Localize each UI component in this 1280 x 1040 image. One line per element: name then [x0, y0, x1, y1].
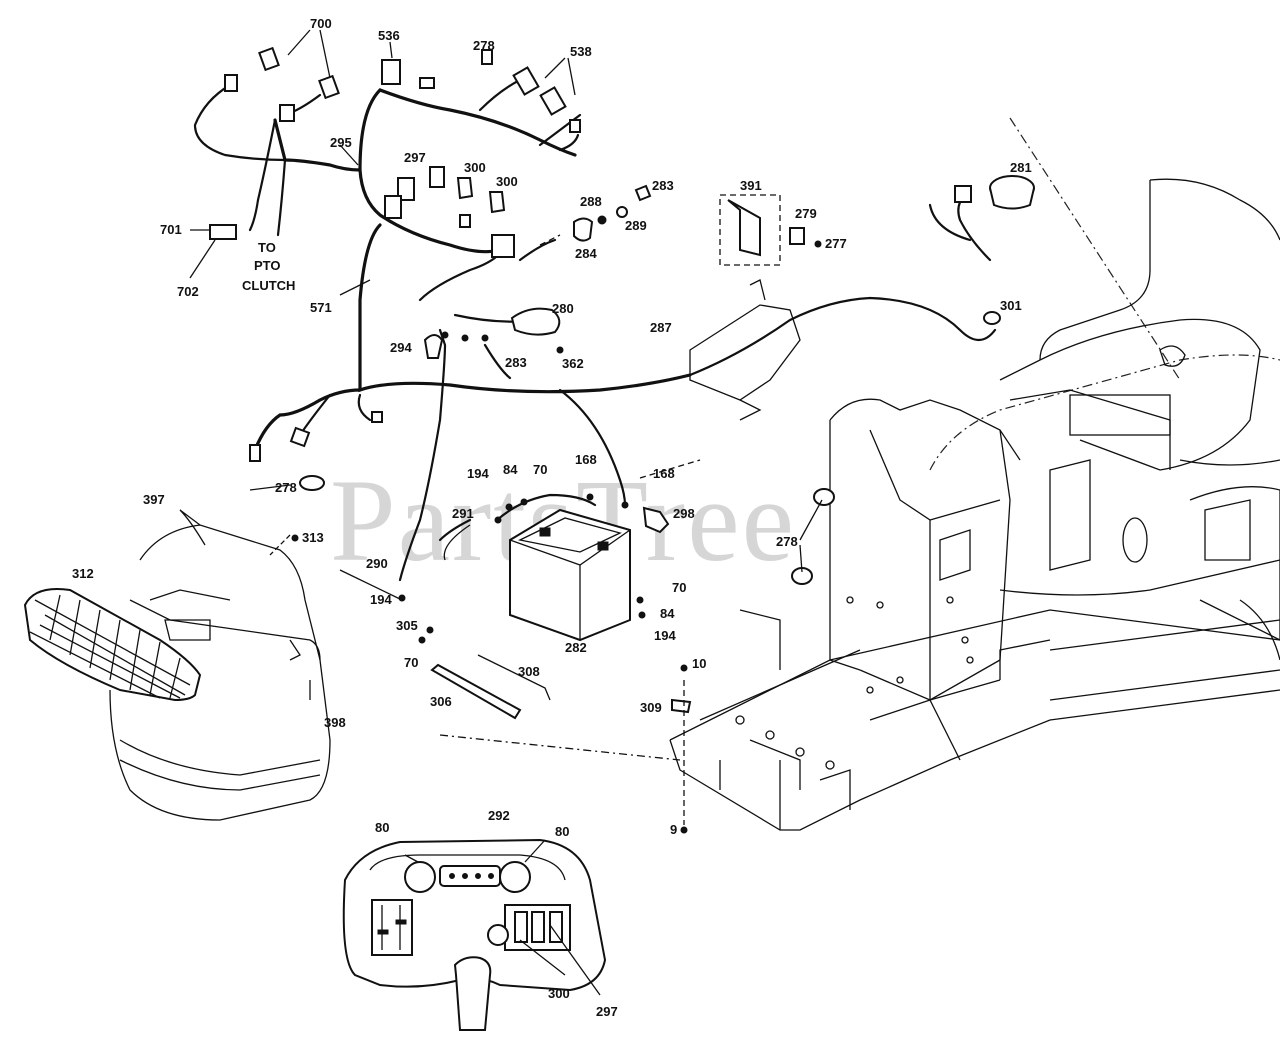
callout-labels: 700 536 278 538 295 297 300 300 288 283 …: [72, 16, 1032, 1019]
callout-10: 10: [692, 656, 706, 671]
connectors: [209, 46, 1035, 834]
tractor-body: [929, 117, 1280, 661]
callout-290: 290: [366, 556, 388, 571]
frame-chassis: [669, 609, 1280, 831]
callout-300: 300: [496, 174, 518, 189]
callout-571: 571: [310, 300, 332, 315]
callout-168: 168: [653, 466, 675, 481]
callout-289: 289: [625, 218, 647, 233]
hold-down: [430, 654, 551, 720]
callout-278: 278: [776, 534, 798, 549]
callout-362: 362: [562, 356, 584, 371]
callout-398: 398: [324, 715, 346, 730]
callout-702: 702: [177, 284, 199, 299]
callout-291: 291: [452, 506, 474, 521]
callout-277: 277: [825, 236, 847, 251]
callout-294: 294: [390, 340, 412, 355]
callout-297: 297: [596, 1004, 618, 1019]
callout-283: 283: [505, 355, 527, 370]
callout-80: 80: [375, 820, 389, 835]
callout-300: 300: [464, 160, 486, 175]
callout-70: 70: [533, 462, 547, 477]
callout-168: 168: [575, 452, 597, 467]
callout-308: 308: [518, 664, 540, 679]
callout-298: 298: [673, 506, 695, 521]
bracket-391: [689, 194, 801, 421]
callout-84: 84: [660, 606, 675, 621]
callout-300: 300: [548, 986, 570, 1001]
callout-306: 306: [430, 694, 452, 709]
callout-283: 283: [652, 178, 674, 193]
callout-194: 194: [467, 466, 489, 481]
callout-194: 194: [654, 628, 676, 643]
callout-278: 278: [275, 480, 297, 495]
callout-70: 70: [672, 580, 686, 595]
callout-536: 536: [378, 28, 400, 43]
dash-tower: [829, 398, 1021, 701]
callout-9: 9: [670, 822, 677, 837]
callout-312: 312: [72, 566, 94, 581]
dash-panel: [342, 838, 607, 1031]
seat-bracket: [1069, 394, 1171, 436]
leader-lines: [189, 29, 823, 996]
callout-309: 309: [640, 700, 662, 715]
callout-313: 313: [302, 530, 324, 545]
wiring-harness: [193, 73, 997, 582]
callout-194: 194: [370, 592, 392, 607]
callout-284: 284: [575, 246, 597, 261]
callout-pto: PTO: [254, 258, 281, 273]
callout-282: 282: [565, 640, 587, 655]
callout-301: 301: [1000, 298, 1022, 313]
callout-391: 391: [740, 178, 762, 193]
callout-clutch: CLUTCH: [242, 278, 295, 293]
callout-700: 700: [310, 16, 332, 31]
callout-70: 70: [404, 655, 418, 670]
callout-to: TO: [258, 240, 276, 255]
callout-279: 279: [795, 206, 817, 221]
callout-280: 280: [552, 301, 574, 316]
callout-292: 292: [488, 808, 510, 823]
callout-84: 84: [503, 462, 518, 477]
callout-287: 287: [650, 320, 672, 335]
callout-305: 305: [396, 618, 418, 633]
callout-278: 278: [473, 38, 495, 53]
callout-80: 80: [555, 824, 569, 839]
callout-538: 538: [570, 44, 592, 59]
callout-288: 288: [580, 194, 602, 209]
callout-397: 397: [143, 492, 165, 507]
callout-295: 295: [330, 135, 352, 150]
hood: [109, 509, 331, 821]
callout-297: 297: [404, 150, 426, 165]
callout-281: 281: [1010, 160, 1032, 175]
battery: [509, 508, 631, 642]
callout-701: 701: [160, 222, 182, 237]
grille: [23, 588, 202, 702]
